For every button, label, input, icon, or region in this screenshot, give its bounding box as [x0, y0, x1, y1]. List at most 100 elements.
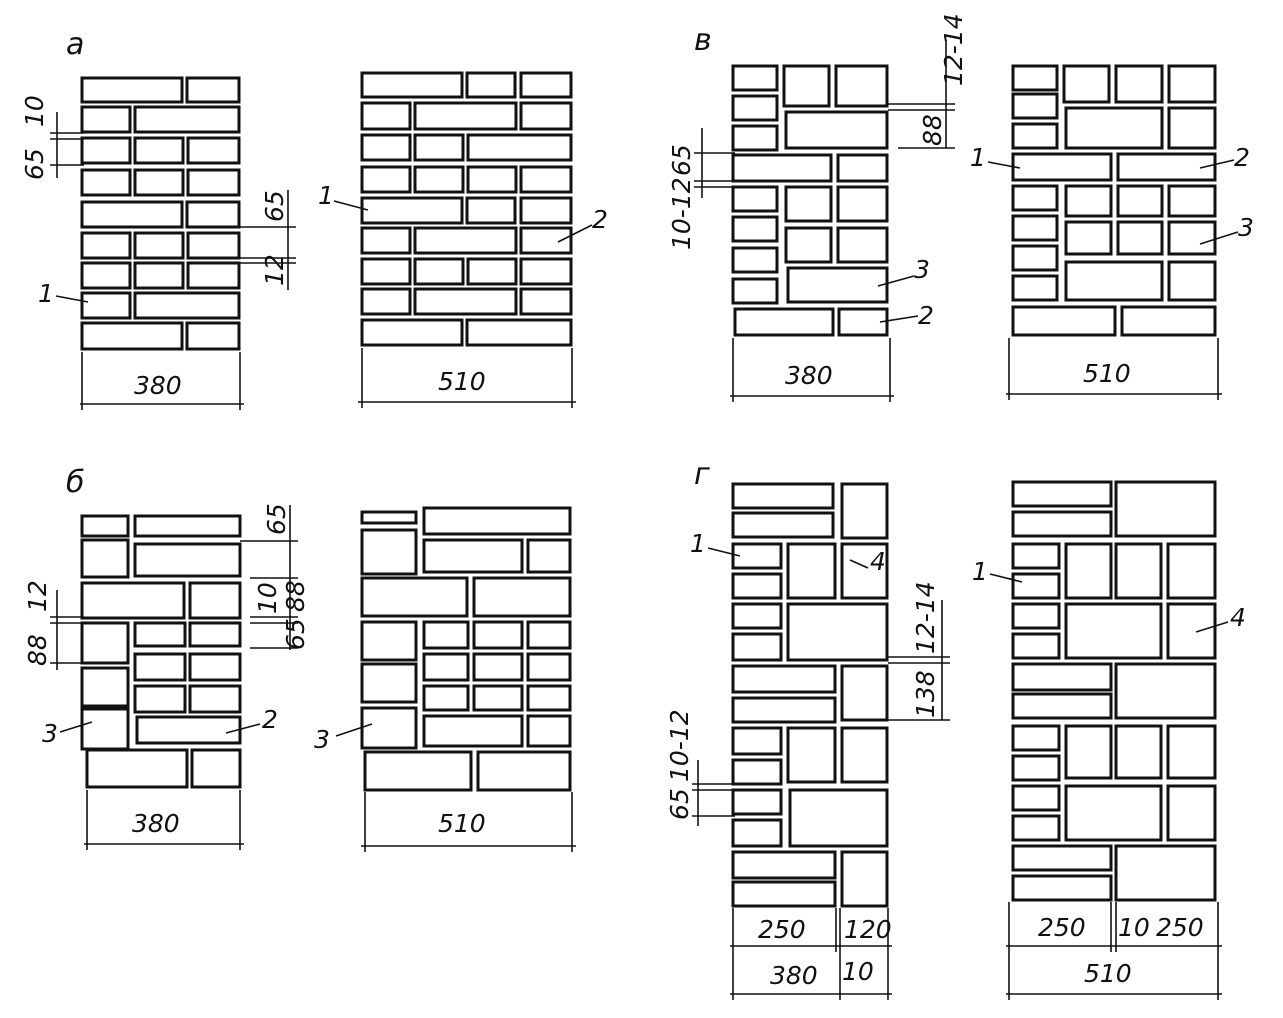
dim-b-10: 10: [253, 582, 282, 614]
brick: [188, 581, 242, 620]
dims-g-510-widths: 250 10 250 510: [1006, 902, 1222, 1000]
brick: [1114, 724, 1163, 780]
brick: [80, 514, 130, 538]
brick: [519, 165, 573, 194]
brick: [836, 185, 889, 223]
brick: [526, 652, 572, 682]
brick: [80, 621, 130, 665]
brick: [1011, 754, 1061, 782]
brick: [731, 542, 783, 570]
brick: [80, 291, 132, 320]
brick: [185, 200, 241, 229]
brick: [1167, 184, 1217, 218]
dim-a-10: 10: [20, 95, 49, 127]
brick: [360, 662, 418, 704]
brick: [1166, 602, 1217, 660]
leader: [333, 200, 369, 211]
brick: [133, 684, 187, 714]
brick: [731, 277, 779, 305]
brick: [1011, 184, 1059, 212]
wall-b-510: [360, 506, 572, 792]
brick: [1166, 784, 1217, 842]
callout-v-2: 2: [918, 301, 934, 330]
width-g-250: 250: [758, 915, 806, 944]
brick: [360, 287, 412, 316]
dim-b-88: 88: [23, 634, 52, 666]
brick: [133, 291, 241, 320]
brick: [731, 572, 783, 600]
brick: [1064, 542, 1113, 600]
brick: [466, 165, 518, 194]
width-b-510: 510: [438, 809, 486, 838]
brick: [1011, 632, 1061, 660]
width-g-510: 510: [1084, 959, 1132, 988]
dim-b-88r: 88: [281, 580, 310, 612]
brick: [1114, 542, 1163, 600]
wall-g-380: [731, 482, 889, 908]
dims-b-left: 12 88: [23, 580, 84, 670]
brick: [1011, 814, 1061, 842]
dim-b-65: 65: [262, 503, 291, 535]
callout-b-3: 3: [42, 719, 58, 748]
brick: [476, 750, 572, 792]
callout-a-1: 1: [38, 279, 54, 308]
brick: [834, 64, 889, 108]
brick: [1116, 184, 1164, 218]
wall-b-380: [80, 514, 242, 789]
brick: [788, 788, 889, 848]
leader: [335, 723, 373, 737]
brick: [80, 200, 184, 229]
dims-g-left: 10-12 65: [665, 709, 735, 826]
brick: [840, 726, 889, 784]
brick: [1114, 480, 1217, 538]
width-v-380: 380: [785, 361, 833, 390]
dims-g-right: 12-14 138: [888, 581, 950, 721]
brick: [836, 226, 889, 264]
brick: [133, 231, 185, 260]
brick: [1011, 844, 1113, 872]
width-g-120: 120: [844, 915, 892, 944]
leader: [55, 295, 89, 303]
brick: [413, 257, 465, 286]
leader: [879, 315, 919, 323]
brick: [80, 136, 132, 165]
panel-g: г: [665, 457, 1246, 1000]
brick: [1064, 220, 1113, 256]
width-g-250c: 250: [1156, 913, 1204, 942]
brick: [1064, 602, 1163, 660]
brick: [466, 257, 518, 286]
brick: [85, 748, 189, 789]
brick: [733, 307, 835, 337]
brick: [731, 124, 779, 152]
brick: [80, 261, 132, 290]
dim-b-510: 510: [361, 792, 576, 852]
panel-a-label: а: [66, 27, 84, 62]
leader: [707, 547, 741, 557]
brick: [1011, 305, 1117, 337]
callout-g-1: 1: [690, 529, 706, 558]
wall-v-510: [1011, 64, 1217, 337]
brick: [133, 136, 185, 165]
brick: [731, 664, 837, 694]
brick: [186, 168, 241, 197]
callout-a-2: 2: [592, 205, 608, 234]
brick: [786, 266, 889, 304]
brick: [133, 261, 185, 290]
callout-v-3b: 3: [1238, 213, 1254, 242]
brick: [422, 620, 470, 650]
brick: [837, 307, 889, 337]
brick: [1166, 542, 1217, 600]
width-a-510: 510: [438, 367, 486, 396]
brick: [360, 318, 464, 347]
brick: [465, 196, 517, 225]
brick: [731, 94, 779, 122]
brick: [1011, 64, 1059, 92]
dim-v-10-12: 10-12: [667, 177, 696, 250]
callout-g-4: 4: [870, 547, 886, 576]
brick: [1011, 542, 1061, 570]
brick: [360, 706, 418, 750]
leader: [849, 559, 869, 569]
brick: [784, 226, 833, 264]
brick: [80, 707, 130, 751]
